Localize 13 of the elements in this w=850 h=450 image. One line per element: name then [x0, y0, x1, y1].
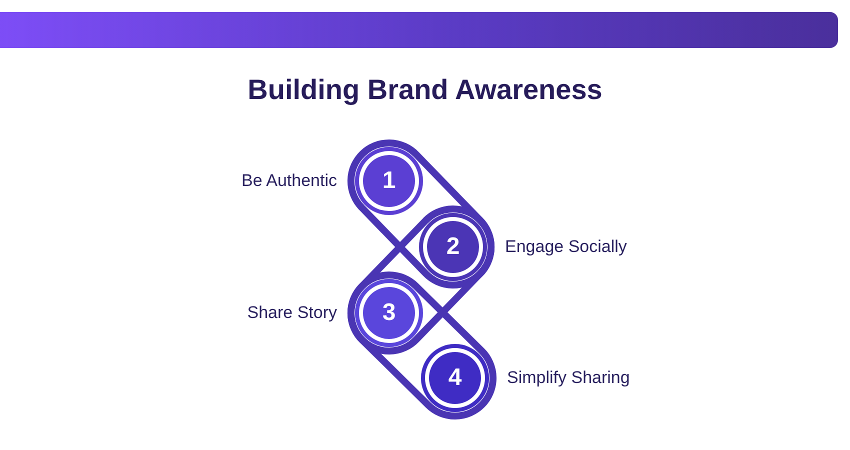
step-label: Simplify Sharing [507, 367, 630, 389]
step-number: 3 [382, 300, 396, 326]
chain-link [347, 140, 495, 288]
diagram-title: Building Brand Awareness [248, 74, 602, 106]
step-label: Be Authentic [242, 170, 337, 192]
chain-link [347, 271, 497, 420]
step-circle [421, 344, 489, 412]
step-label: Share Story [247, 302, 337, 324]
chain-link [347, 206, 495, 354]
step-label: Engage Socially [505, 236, 627, 258]
step-number: 4 [448, 365, 462, 391]
step-number: 1 [382, 168, 396, 194]
step-number: 2 [446, 234, 460, 260]
